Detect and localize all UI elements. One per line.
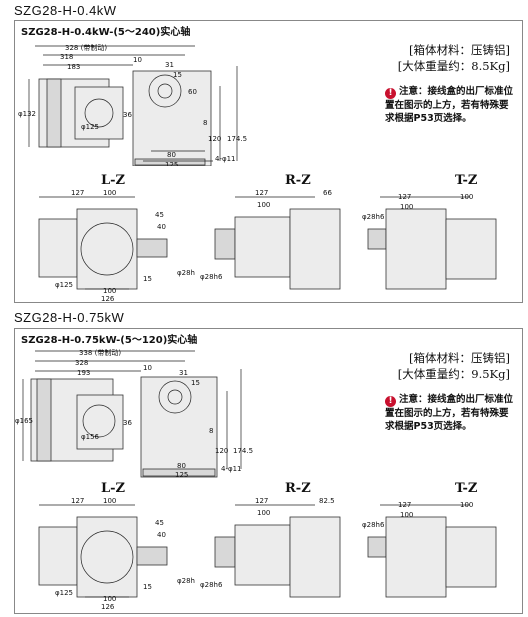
dim-31: 31 xyxy=(179,369,188,377)
drawing-panel: SZG28-H-0.4kW-(5～240)实心轴 [箱体材料：压铸铝] [大体重… xyxy=(14,20,523,303)
dim-36: 36 xyxy=(123,419,132,427)
rz-100: 100 xyxy=(257,509,270,517)
dim-4-phi11: 4-φ11 xyxy=(215,155,236,163)
dim-120: 120 xyxy=(215,447,228,455)
dim-318: 318 xyxy=(60,53,73,61)
view-label-rz: R-Z xyxy=(285,481,311,496)
tz-phi28: φ28h6 xyxy=(362,213,385,221)
dim-10: 10 xyxy=(143,364,152,372)
dim-phi165: φ165 xyxy=(15,417,33,425)
view-label-tz: T-Z xyxy=(455,481,478,496)
rz-phi28: φ28h6 xyxy=(200,581,223,589)
lz-phi125: φ125 xyxy=(55,281,73,289)
lz-127: 127 xyxy=(71,189,84,197)
dim-183: 183 xyxy=(67,63,80,71)
tz-127: 127 xyxy=(398,501,411,509)
tz-view-drawing: φ28h6 127 100 100 xyxy=(362,501,497,598)
view-label-lz: L-Z xyxy=(101,173,126,188)
lz-100: 100 xyxy=(103,189,116,197)
drawing-panel: SZG28-H-0.75kW-(5～120)实心轴 [箱体材料：压铸铝] [大体… xyxy=(14,328,523,614)
rz-100: 100 xyxy=(257,201,270,209)
lz-126: 126 xyxy=(101,295,115,301)
dim-60: 60 xyxy=(188,88,197,96)
front-view-drawing: 328 (带制动) 318 183 10 31 15 60 φ132 φ125 … xyxy=(18,43,247,166)
lz-45: 45 xyxy=(155,519,164,527)
rz-66: 66 xyxy=(323,189,332,197)
dim-36: 36 xyxy=(123,111,132,119)
dim-4-phi11: 4-φ11 xyxy=(221,465,242,473)
rz-127: 127 xyxy=(255,497,268,505)
dim-8: 8 xyxy=(209,427,213,435)
view-label-tz: T-Z xyxy=(455,173,478,188)
dim-phi132: φ132 xyxy=(18,110,36,118)
dim-174-5: 174.5 xyxy=(233,447,253,455)
dim-10: 10 xyxy=(133,56,142,64)
dim-15: 15 xyxy=(173,71,182,79)
warning-icon: ! xyxy=(385,88,396,99)
spec-weight: [大体重量约：9.5Kg] xyxy=(397,367,510,381)
dim-8: 8 xyxy=(203,119,207,127)
dim-125: 125 xyxy=(165,161,178,166)
front-view-drawing: 338 (带制动) 328 193 10 31 15 φ165 φ156 36 … xyxy=(15,348,253,479)
rz-view-drawing: 127 100 66 φ28h6 xyxy=(200,189,341,290)
spec-material: [箱体材料：压铸铝] xyxy=(409,43,510,57)
dim-80: 80 xyxy=(167,151,176,159)
dim-phi156: φ156 xyxy=(81,433,100,441)
rz-view-drawing: 127 100 82.5 φ28h6 xyxy=(200,497,341,598)
dim-80: 80 xyxy=(177,462,186,470)
install-note: !注意：接线盒的出厂标准位置在图示的上方，若有特殊要求根据P53页选择。 xyxy=(385,393,513,433)
dim-120: 120 xyxy=(208,135,221,143)
lz-15: 15 xyxy=(143,275,152,283)
dim-125: 125 xyxy=(175,471,188,479)
spec-weight: [大体重量约：8.5Kg] xyxy=(397,59,510,73)
dim-15: 15 xyxy=(191,379,200,387)
lz-40: 40 xyxy=(157,223,166,231)
dim-174-5: 174.5 xyxy=(227,135,247,143)
spec-material: [箱体材料：压铸铝] xyxy=(409,351,510,365)
section-title: SZG28-H-0.75kW xyxy=(14,310,125,325)
note-text: 注意：接线盒的出厂标准位置在图示的上方，若有特殊要求根据P53页选择。 xyxy=(385,394,514,432)
rz-82-5: 82.5 xyxy=(319,497,335,505)
section-title: SZG28-H-0.4kW xyxy=(14,3,117,18)
lz-100b: 100 xyxy=(103,595,116,603)
dim-31: 31 xyxy=(165,61,174,69)
dim-328: 328 (带制动) xyxy=(65,43,107,52)
drawing-subtitle: SZG28-H-0.75kW-(5～120)实心轴 xyxy=(21,335,198,346)
lz-100b: 100 xyxy=(103,287,116,295)
lz-40: 40 xyxy=(157,531,166,539)
lz-view-drawing: 127 100 45 40 φ28h6 φ125 15 100 126 xyxy=(38,189,195,301)
dim-phi125: φ125 xyxy=(81,123,99,131)
warning-icon: ! xyxy=(385,396,396,407)
view-label-rz: R-Z xyxy=(285,173,311,188)
lz-view-drawing: 127 100 45 40 φ28h6 φ125 15 100 126 xyxy=(38,497,195,609)
dim-193: 193 xyxy=(77,369,90,377)
tz-100a: 100 xyxy=(400,203,413,211)
tz-view-drawing: φ28h6 127 100 100 xyxy=(362,193,497,290)
rz-127: 127 xyxy=(255,189,268,197)
view-label-lz: L-Z xyxy=(101,481,126,496)
install-note: !注意：接线盒的出厂标准位置在图示的上方，若有特殊要求根据P53页选择。 xyxy=(385,85,513,125)
lz-127: 127 xyxy=(71,497,84,505)
tz-100a: 100 xyxy=(400,511,413,519)
tz-100b: 100 xyxy=(460,501,473,509)
note-text: 注意：接线盒的出厂标准位置在图示的上方，若有特殊要求根据P53页选择。 xyxy=(385,86,514,124)
tz-100b: 100 xyxy=(460,193,473,201)
tz-phi28: φ28h6 xyxy=(362,521,385,529)
lz-45: 45 xyxy=(155,211,164,219)
drawing-subtitle: SZG28-H-0.4kW-(5～240)实心轴 xyxy=(21,27,191,38)
lz-phi125: φ125 xyxy=(55,589,73,597)
lz-15: 15 xyxy=(143,583,152,591)
lz-100: 100 xyxy=(103,497,116,505)
lz-phi28: φ28h6 xyxy=(177,577,195,585)
tz-127: 127 xyxy=(398,193,411,201)
rz-phi28: φ28h6 xyxy=(200,273,223,281)
lz-phi28: φ28h6 xyxy=(177,269,195,277)
dim-328: 328 xyxy=(75,359,88,367)
dim-338: 338 (带制动) xyxy=(79,348,121,357)
lz-126: 126 xyxy=(101,603,115,609)
